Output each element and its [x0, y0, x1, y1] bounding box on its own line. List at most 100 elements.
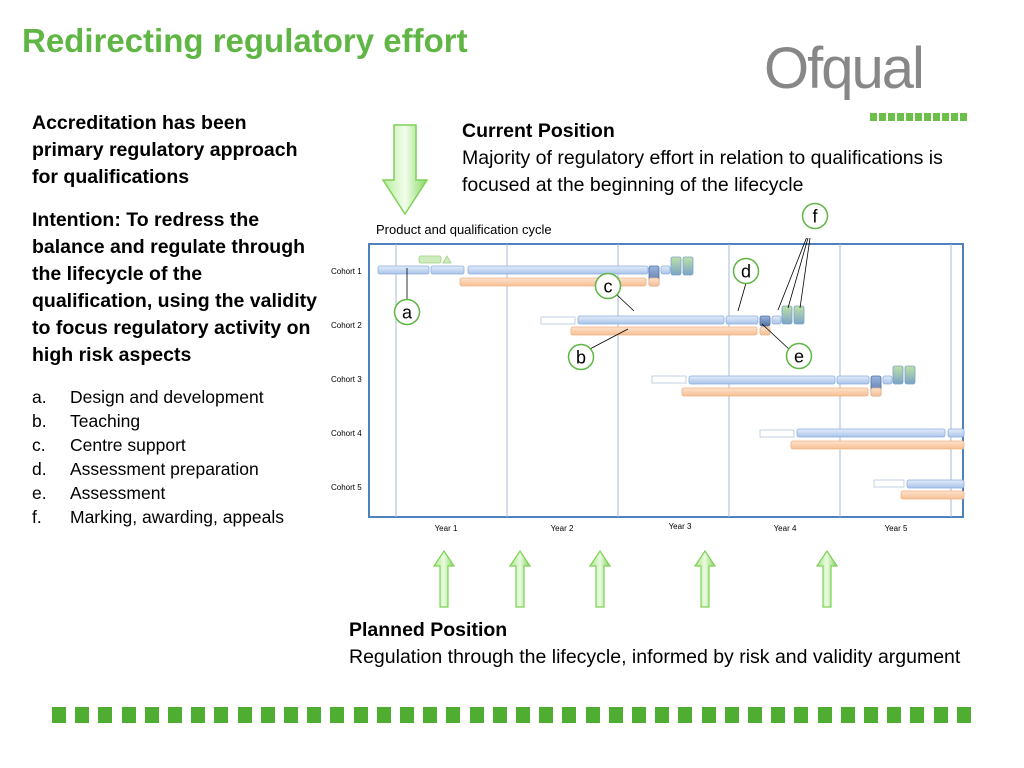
bottom-bar-square: [701, 707, 716, 723]
year-label: Year 2: [551, 524, 574, 533]
bottom-bar-square: [748, 707, 762, 723]
planned-body: Regulation through the lifecycle, inform…: [349, 646, 961, 668]
list-text: Design and development: [70, 387, 264, 407]
bottom-bar-square: [864, 707, 878, 723]
list-text: Teaching: [70, 411, 141, 431]
callout-label-f: f: [812, 207, 818, 227]
bottom-bar-square: [52, 707, 66, 723]
bottom-bar-square: [330, 707, 345, 723]
bottom-bar-square: [933, 707, 948, 723]
callout-a: [393, 298, 421, 326]
bottom-bar-square: [237, 707, 252, 723]
up-arrow-icon: [694, 550, 716, 608]
bottom-bar-square: [655, 707, 670, 723]
chart-frame: [368, 243, 964, 518]
cycle-title: Product and qualification cycle: [376, 222, 552, 237]
callout-d: [732, 257, 760, 285]
bottom-bar-square: [562, 707, 577, 723]
bottom-bar-square: [75, 707, 90, 723]
bottom-bar-square: [121, 707, 136, 723]
accreditation-paragraph: Accreditation has been primary regulator…: [32, 112, 298, 188]
callout-b: [567, 343, 595, 371]
callout-label-c: c: [604, 277, 613, 297]
callout-f: f: [801, 202, 829, 230]
cohort-2-bars: [540, 305, 805, 336]
year-label: Year 5: [885, 524, 908, 533]
bottom-bar-square: [98, 707, 113, 723]
cohort-4-bars: [759, 428, 965, 450]
current-body: Majority of regulatory effort in relatio…: [462, 147, 943, 196]
list-marker: e.: [32, 483, 47, 503]
list-text: Assessment: [70, 483, 166, 503]
callout-e: [785, 342, 813, 370]
callout-label-e: e: [794, 347, 804, 367]
cohort-label: Cohort 2: [331, 321, 362, 330]
callout-line: [616, 294, 635, 312]
list-item: f.Marking, awarding, appeals: [32, 505, 322, 529]
bottom-bar-square: [956, 707, 971, 723]
lifecycle-list: a. Design and development b.Teaching c. Ce…: [32, 385, 322, 529]
callout-line: [737, 282, 747, 312]
bottom-bar-square: [260, 707, 275, 723]
bottom-bar-square: [724, 707, 739, 723]
bottom-bar-square: [214, 707, 229, 723]
list-marker: f.: [32, 507, 42, 527]
list-text: Assessment preparation: [70, 459, 259, 479]
bottom-bar-square: [632, 707, 646, 723]
logo-wordmark: Ofqual: [764, 36, 925, 101]
callout-c: [594, 272, 622, 300]
bottom-bar-square: [887, 707, 902, 723]
callout-line: [777, 238, 807, 311]
year-label: Year 3: [669, 522, 692, 531]
bottom-bar-square: [353, 707, 368, 723]
callout-label-b: b: [576, 348, 586, 368]
cohort-5-bars: [873, 479, 965, 500]
list-marker: d.: [32, 459, 47, 479]
current-position: Current Position Majority of regulatory …: [462, 118, 962, 199]
up-arrow-icon: [589, 550, 611, 608]
bottom-bar-square: [307, 707, 322, 723]
bottom-bar-square: [469, 707, 484, 723]
year-label: Year 1: [435, 524, 458, 533]
list-item: e. Assessment: [32, 481, 322, 505]
cohort-1-bars: [377, 255, 694, 287]
lifecycle-chart: Cohort 1 Cohort 2 Cohort 3 Cohort 4 Coho…: [331, 238, 965, 533]
left-column: Accreditation has been primary regulator…: [32, 110, 322, 529]
bottom-bar-square: [191, 707, 206, 723]
cohort-label: Cohort 3: [331, 375, 362, 384]
bottom-bar-square: [423, 707, 438, 723]
bottom-bar-square: [539, 707, 554, 723]
list-marker: c.: [32, 435, 46, 455]
planned-heading: Planned Position: [349, 619, 508, 641]
bottom-bar-square: [446, 707, 461, 723]
bottom-bar-square: [678, 707, 693, 723]
planned-position: Planned Position Regulation through the …: [349, 617, 989, 671]
cohort-label: Cohort 4: [331, 429, 362, 438]
list-item: a. Design and development: [32, 385, 322, 409]
bottom-bar-square: [585, 707, 600, 723]
current-heading: Current Position: [462, 120, 615, 142]
ofqual-logo: Ofqual: [764, 34, 974, 124]
bottom-bar-square: [144, 707, 159, 723]
cohort-label: Cohort 5: [331, 483, 362, 492]
up-arrow-icon: [509, 550, 531, 608]
up-arrow-icon: [433, 550, 455, 608]
list-marker: a.: [32, 387, 47, 407]
down-arrow-icon: [382, 124, 428, 216]
callout-line: [761, 323, 791, 351]
list-item: d. Assessment preparation: [32, 457, 322, 481]
list-text: Centre support: [70, 435, 186, 455]
list-item: b.Teaching: [32, 409, 322, 433]
bottom-bar-square: [840, 707, 855, 723]
cohort-label: Cohort 1: [331, 267, 362, 276]
bottom-bar-square: [376, 707, 391, 723]
callout-label-a: a: [402, 303, 413, 323]
cohort-3-bars: [651, 365, 916, 397]
callout-label-d: d: [741, 262, 751, 282]
year-label: Year 4: [774, 524, 797, 533]
bottom-bar-square: [910, 707, 925, 723]
bottom-bar-square: [284, 707, 298, 723]
callout-line: [787, 238, 809, 309]
bottom-bar-square: [168, 707, 182, 723]
bottom-bar-square: [817, 707, 832, 723]
